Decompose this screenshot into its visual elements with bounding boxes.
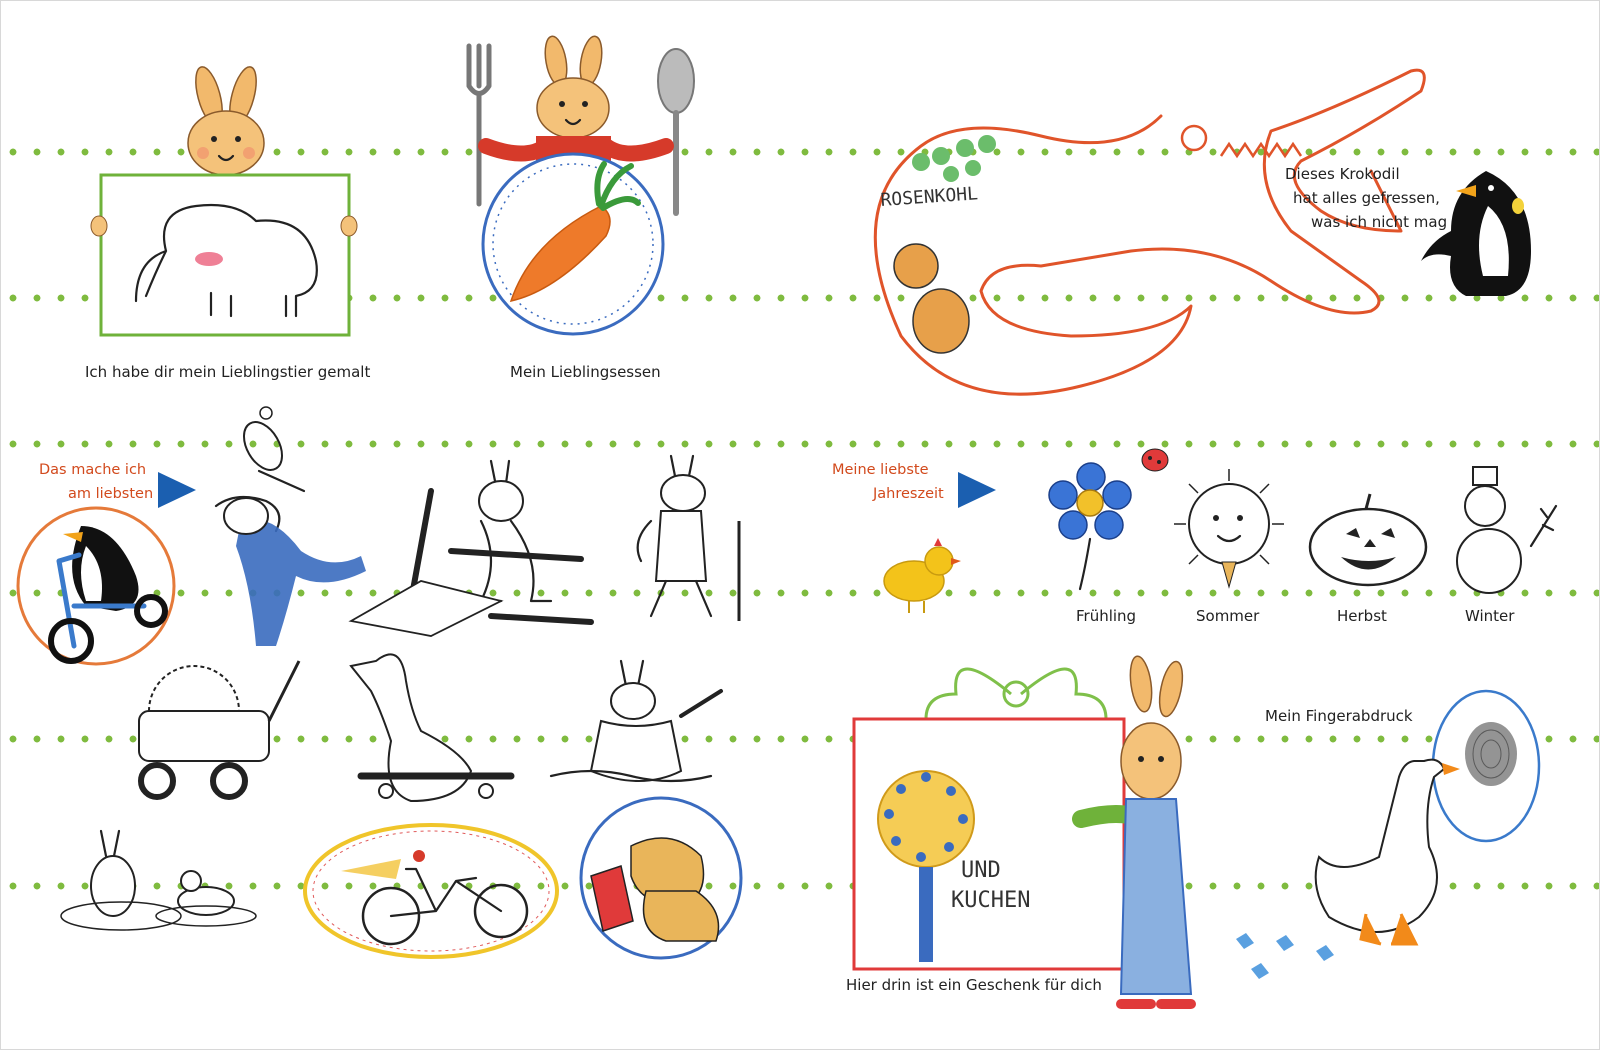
gift-box-with-bunny-illustration: UND KUCHEN — [852, 655, 1196, 1009]
goose-on-skateboard-illustration — [349, 653, 515, 803]
dotted-line — [1, 439, 1599, 449]
bunny-badminton-illustration — [214, 406, 366, 646]
season-winter-label: Winter — [1465, 607, 1515, 625]
crocodile-caption-line-2: hat alles gefressen, — [1293, 189, 1440, 207]
favorite-activity-label-line-1: Das mache ich — [39, 462, 147, 478]
gift-drawing-text-line-1: UND — [961, 858, 1001, 883]
bunny-in-sand-illustration — [549, 659, 723, 783]
bunny-holding-drawing-illustration — [90, 66, 358, 337]
season-autumn-label: Herbst — [1337, 607, 1387, 625]
favorite-season-label-line-1: Meine liebste — [832, 462, 929, 478]
gift-drawing-text-line-2: KUCHEN — [951, 888, 1030, 913]
snowman-winter-icon — [1456, 466, 1558, 594]
penguin-illustration — [1421, 171, 1531, 296]
crocodile-illustration: ROSENKOHL — [873, 68, 1426, 396]
flower-spring-icon — [1048, 462, 1132, 591]
bunny-hiking-illustration — [636, 454, 741, 621]
fingerprint-oval-illustration — [1431, 689, 1541, 843]
ladybug-icon — [1141, 448, 1169, 472]
penguin-on-scooter-illustration — [16, 506, 176, 666]
favorite-food-caption: Mein Lieblingsessen — [510, 363, 661, 381]
favorite-activity-label-line-2: am liebsten — [68, 486, 154, 502]
dotted-line — [1, 588, 1599, 598]
dotted-line — [1, 147, 1599, 157]
season-summer-label: Sommer — [1196, 607, 1260, 625]
footprints-illustration — [1236, 933, 1334, 979]
blue-arrow-icon — [958, 472, 996, 508]
bunny-swimming-illustration — [60, 829, 257, 931]
bunny-drawing-illustration — [348, 459, 594, 637]
dog-reading-illustration — [579, 796, 743, 960]
blue-arrow-icon — [158, 472, 196, 508]
crocodile-food-text: ROSENKOHL — [880, 183, 979, 211]
dotted-line — [1, 293, 1599, 303]
season-spring-label: Frühling — [1076, 607, 1137, 625]
pumpkin-autumn-icon — [1308, 493, 1428, 587]
favorite-season-label-line-2: Jahreszeit — [873, 486, 944, 502]
crocodile-caption-line-3: was ich nicht mag — [1311, 213, 1448, 231]
baby-in-stroller-illustration — [138, 660, 301, 800]
bicycle-illustration — [303, 823, 559, 959]
sun-summer-icon — [1174, 469, 1284, 589]
gift-caption: Hier drin ist ein Geschenk für dich — [846, 976, 1102, 994]
goose-illustration — [1314, 758, 1460, 946]
bunny-with-plate-illustration — [466, 35, 695, 336]
favorite-animal-caption: Ich habe dir mein Lieblingstier gemalt — [85, 363, 371, 381]
fingerprint-caption: Mein Fingerabdruck — [1265, 707, 1413, 725]
dotted-line — [1, 734, 1599, 744]
chick-illustration — [883, 538, 961, 613]
dotted-line — [1, 881, 1599, 891]
crocodile-caption-line-1: Dieses Krokodil — [1285, 165, 1400, 183]
